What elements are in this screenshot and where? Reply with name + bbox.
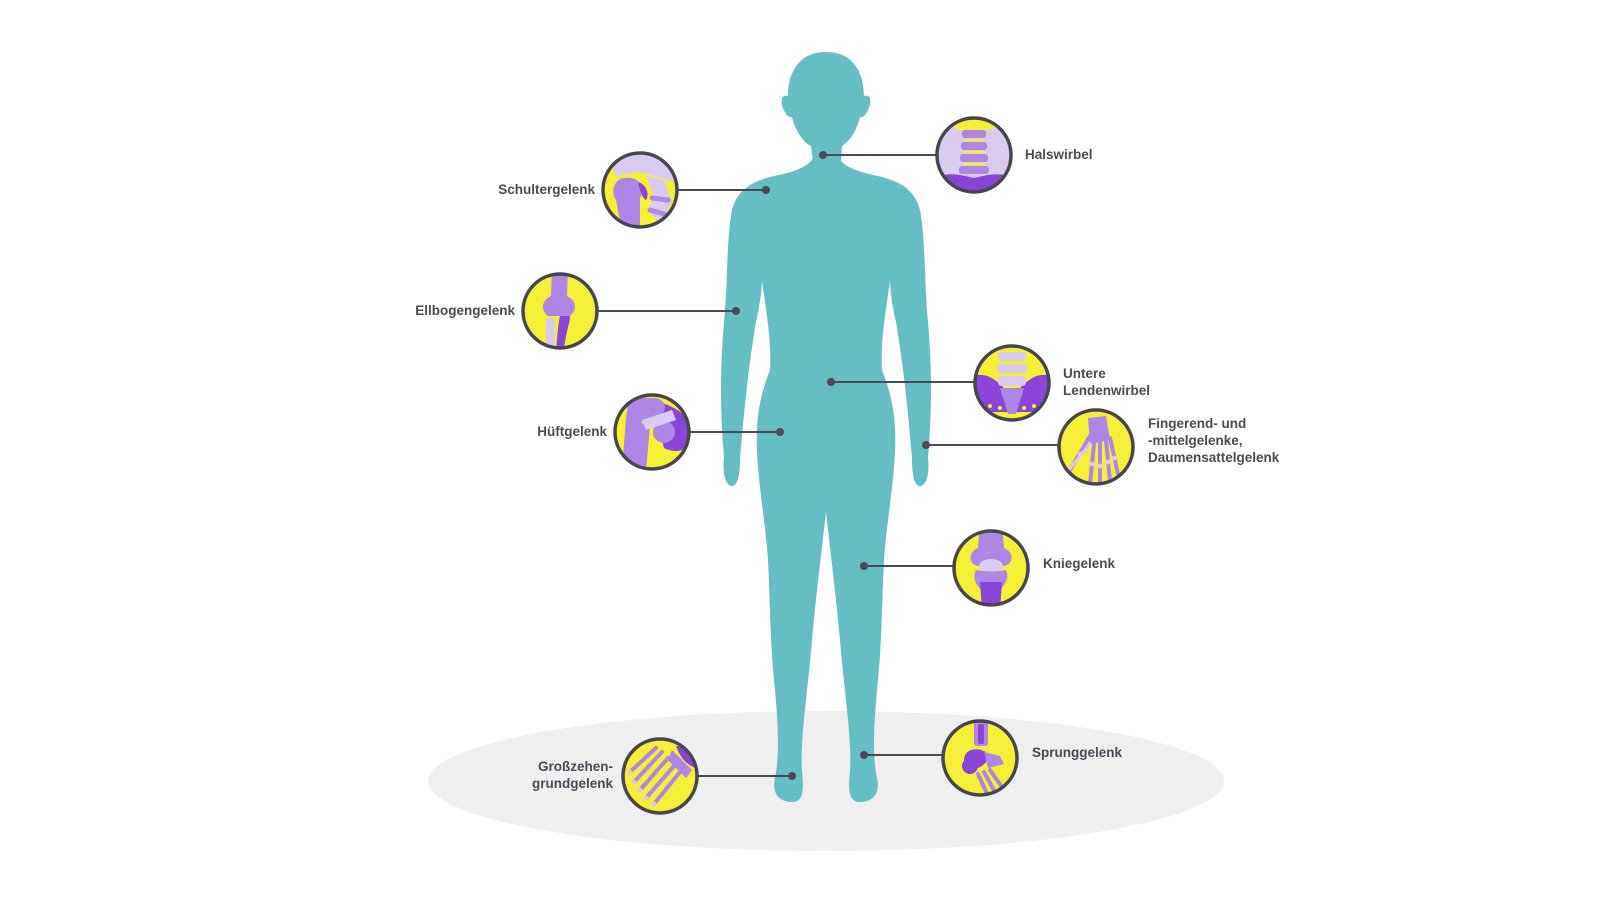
human-silhouette	[721, 52, 931, 802]
anchor-dot-ellbogen	[732, 307, 740, 315]
ankle-joint-icon	[941, 719, 1019, 797]
leader-lines	[597, 151, 1059, 780]
label-halswirbel: Halswirbel	[1025, 147, 1093, 162]
left-arm	[721, 210, 763, 486]
anchor-dot-huefte	[776, 428, 784, 436]
shoulder-joint-icon	[601, 151, 679, 229]
anchor-dot-knie	[860, 562, 868, 570]
lumbar-pelvis-icon	[973, 344, 1051, 422]
elbow-joint-icon	[521, 272, 599, 350]
label-hueftgelenk: Hüftgelenk	[537, 424, 607, 439]
anchor-dot-grosszehe	[788, 772, 796, 780]
label-untere-lendenwirbel: Untere Lendenwirbel	[1063, 366, 1151, 398]
hand-bones-icon	[1057, 408, 1135, 486]
anchor-dot-hals	[819, 151, 827, 159]
knee-joint-icon	[952, 529, 1030, 607]
right-arm	[889, 210, 931, 486]
anchor-dot-lende	[827, 378, 835, 386]
label-fingergelenke: Fingerend- und -mittelgelenke, Daumensat…	[1148, 416, 1280, 465]
label-kniegelenk: Kniegelenk	[1043, 556, 1116, 571]
label-schultergelenk: Schultergelenk	[498, 182, 595, 197]
label-sprunggelenk: Sprunggelenk	[1032, 745, 1123, 760]
anchor-dot-schulter	[762, 186, 770, 194]
anchor-dot-sprung	[860, 751, 868, 759]
foot-bones-icon	[621, 737, 699, 815]
label-grosszehengrundgelenk: Großzehen- grundgelenk	[531, 759, 613, 791]
label-ellbogengelenk: Ellbogengelenk	[415, 303, 515, 318]
anchor-dot-finger	[922, 441, 930, 449]
head	[781, 52, 871, 162]
hip-joint-icon	[613, 393, 691, 471]
floor-shadow	[428, 711, 1224, 851]
torso-and-legs	[729, 158, 923, 802]
cervical-spine-icon	[935, 116, 1013, 194]
